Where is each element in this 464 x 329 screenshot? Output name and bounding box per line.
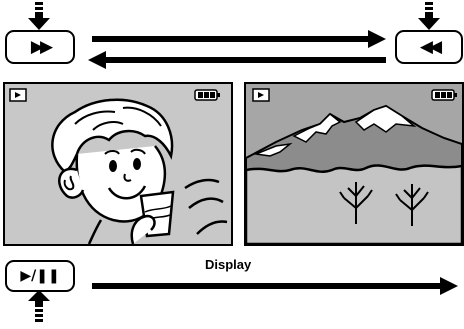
play-pause-button[interactable]: ▶/❚❚ (5, 260, 75, 292)
screen-left (3, 82, 233, 246)
rewind-icon: ◀◀ (420, 37, 438, 57)
arrow-backward (88, 51, 386, 69)
play-pause-icon: ▶/❚❚ (20, 268, 59, 284)
battery-icon (432, 90, 457, 100)
press-arrow-down-left (28, 2, 50, 30)
fast-forward-icon: ▶▶ (31, 37, 49, 57)
fast-forward-button[interactable]: ▶▶ (5, 30, 75, 64)
playback-icon (10, 89, 26, 101)
playback-icon (253, 89, 269, 101)
arrow-forward-bottom (92, 277, 458, 295)
battery-icon (195, 90, 220, 100)
motion-lines (185, 180, 227, 234)
foreground-hills (246, 165, 462, 244)
screen-right (244, 82, 464, 246)
screen-right-illustration (246, 84, 462, 244)
screen-left-illustration (5, 84, 231, 244)
rewind-button[interactable]: ◀◀ (395, 30, 463, 64)
press-arrow-up-bottom (28, 290, 50, 322)
press-arrow-down-right (418, 2, 440, 30)
arrow-forward-top (92, 30, 386, 48)
display-caption: Display (205, 257, 251, 272)
